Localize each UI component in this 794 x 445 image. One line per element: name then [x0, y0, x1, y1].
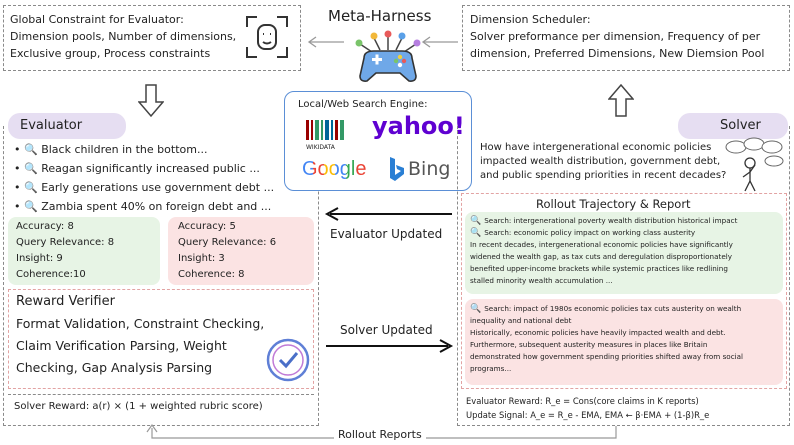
search-icon: 🔍: [470, 228, 482, 238]
answer-line: programs...: [470, 364, 512, 373]
reward-verifier-line: Claim Verification Parsing, Weight: [16, 338, 227, 353]
dimension-scheduler-title: Dimension Scheduler:: [470, 13, 591, 26]
update-signal-formula: Update Signal: A_e = R_e - EMA, EMA ← β·…: [466, 410, 710, 420]
arrow-left-icon: [324, 207, 452, 221]
score-line: Coherence: 8: [178, 269, 245, 280]
solver-updated-label: Solver Updated: [340, 323, 433, 337]
rollout-title: Rollout Trajectory & Report: [536, 197, 691, 211]
claim-item: • 🔍 Zambia spent 40% on foreign debt and…: [14, 200, 272, 213]
evaluator-reward-formula: Evaluator Reward: R_e = Cons(core claims…: [466, 396, 699, 406]
bing-label: Bing: [408, 158, 451, 180]
arrow-right-icon: [326, 339, 454, 353]
search-query: 🔍Search: intergenerational poverty wealt…: [470, 216, 738, 226]
search-icon: 🔍: [24, 143, 38, 156]
question-line: How have intergenerational economic poli…: [480, 142, 712, 153]
answer-line: demonstrated how government spending pri…: [470, 352, 744, 361]
evaluator-frame: [3, 126, 319, 426]
answer-line: benefited upper-income brackets while sy…: [470, 264, 728, 273]
score-line: Accuracy: 8: [16, 221, 74, 232]
rollout-bad: [465, 299, 783, 385]
score-line: Accuracy: 5: [178, 221, 236, 232]
search-icon: 🔍: [24, 200, 38, 213]
checklist-icon: [266, 338, 310, 382]
score-line: Insight: 3: [178, 253, 225, 264]
rollout-good: [465, 212, 783, 294]
score-line: Query Relevance: 8: [16, 237, 115, 248]
score-line: Insight: 9: [16, 253, 63, 264]
score-line: Query Relevance: 6: [178, 237, 277, 248]
arrow-up-icon: [608, 84, 634, 117]
answer-line: In recent decades, intergenerational eco…: [470, 240, 733, 249]
thinking-person-icon: [725, 137, 784, 192]
search-icon: 🔍: [24, 162, 38, 175]
solver-frame: [457, 126, 790, 426]
evaluator-label: Evaluator: [8, 113, 126, 139]
question-line: impacted wealth distribution, government…: [480, 156, 721, 167]
dimension-scheduler-line: dimension, Preferred Dimensions, New Die…: [470, 47, 765, 60]
search-query: 🔍Search: economic policy impact on worki…: [470, 228, 696, 238]
global-constraint-box: [3, 5, 301, 71]
arrow-left-icon: [307, 36, 344, 48]
search-query-cont: inequality and national debt: [470, 316, 572, 325]
claim-item: • 🔍 Black children in the bottom...: [14, 143, 208, 156]
answer-line: Historically, economic policies have hea…: [470, 328, 726, 337]
search-engine-box: [284, 91, 472, 191]
dimension-scheduler-line: Solver preformance per dimension, Freque…: [470, 30, 761, 43]
rollout-box: [461, 193, 787, 389]
answer-line: Furthermore, subsequent austerity measur…: [470, 340, 708, 349]
search-icon: 🔍: [470, 216, 482, 226]
game-controller-icon: [355, 30, 421, 82]
page-title: Meta-Harness: [328, 7, 432, 25]
score-line: Coherence:10: [16, 269, 86, 280]
search-icon: 🔍: [470, 304, 482, 314]
solver-reward-formula: Solver Reward: a(r) × (1 + weighted rubr…: [14, 401, 263, 412]
score-box-good: [8, 217, 160, 285]
reward-verifier-line: Format Validation, Constraint Checking,: [16, 316, 265, 331]
yahoo-logo: yahoo!: [372, 112, 465, 140]
wikidata-logo-icon: [306, 120, 344, 140]
wikidata-label: WIKIDATA: [306, 144, 335, 151]
divider: [8, 394, 314, 395]
bing-logo-icon: [390, 157, 404, 181]
google-logo: Google: [302, 158, 367, 180]
claim-item: • 🔍 Reagan significantly increased publi…: [14, 162, 260, 175]
search-icon: 🔍: [24, 181, 38, 194]
answer-line: widened the wealth gap, as tax cuts and …: [470, 252, 732, 261]
global-constraint-line: Exclusive group, Process constraints: [10, 47, 211, 60]
reward-verifier-title: Reward Verifier: [16, 294, 115, 309]
reward-verifier-line: Checking, Gap Analysis Parsing: [16, 360, 213, 375]
arrow-left-icon: [421, 36, 458, 48]
answer-line: stalled minority wealth accumulation ...: [470, 276, 613, 285]
global-constraint-title: Global Constraint for Evaluator:: [10, 13, 184, 26]
reward-verifier-box: [8, 289, 314, 389]
dimension-scheduler-box: [462, 5, 790, 71]
face-scan-icon: [246, 16, 288, 58]
global-constraint-line: Dimension pools, Number of dimensions,: [10, 30, 237, 43]
claim-item: • 🔍 Early generations use government deb…: [14, 181, 275, 194]
search-engine-title: Local/Web Search Engine:: [298, 99, 428, 110]
solver-label: Solver: [678, 113, 788, 139]
search-query: 🔍Search: impact of 1980s economic polici…: [470, 304, 742, 314]
evaluator-updated-label: Evaluator Updated: [330, 227, 443, 241]
question-line: and public spending priorities in recent…: [480, 170, 727, 181]
score-box-bad: [168, 217, 314, 285]
arrow-down-icon: [138, 84, 164, 118]
rollout-reports-label: Rollout Reports: [334, 427, 426, 443]
